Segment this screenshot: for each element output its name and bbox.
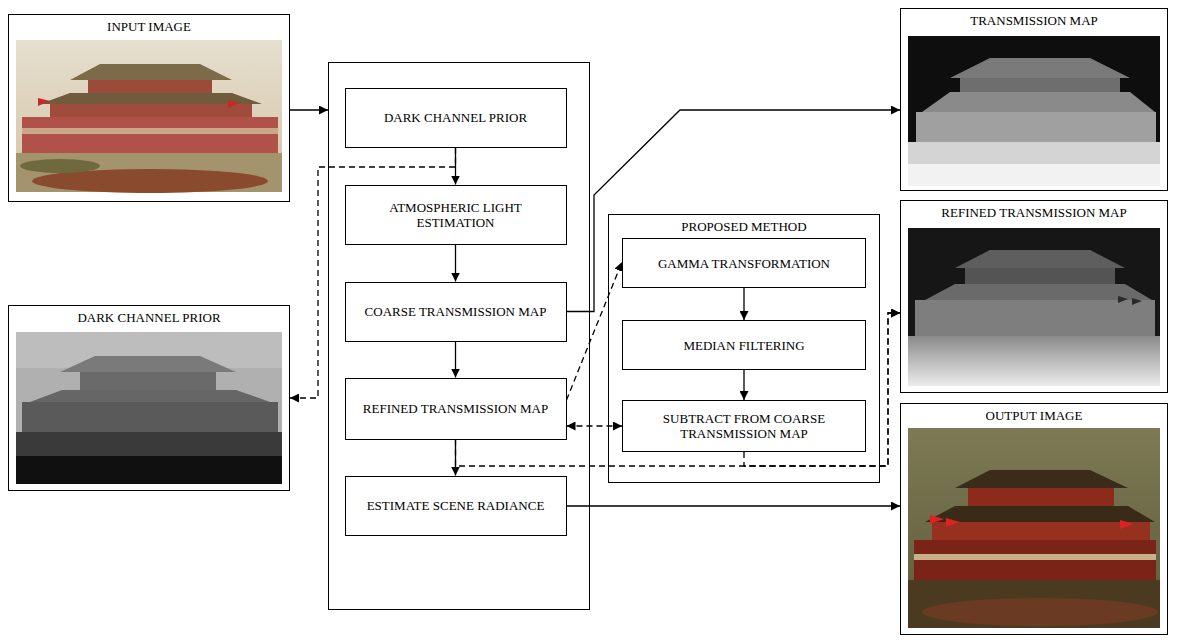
process-box: DARK CHANNEL PRIOR <box>345 88 567 148</box>
node-label: INPUT IMAGE <box>9 15 289 34</box>
node-label: REFINED TRANSMISSION MAP <box>363 401 548 416</box>
out-wall <box>914 540 1156 580</box>
dcp-roof <box>30 390 270 402</box>
platform-wall <box>22 117 278 153</box>
dcp-ground <box>16 432 282 456</box>
upper-hall <box>88 80 212 94</box>
lower-hall <box>50 104 252 117</box>
node-label: REFINED TRANSMISSION MAP <box>901 201 1167 220</box>
node-label: PROPOSED METHOD <box>609 215 879 234</box>
image-panel: OUTPUT IMAGE <box>900 403 1168 635</box>
out-flag <box>946 518 960 527</box>
rtm-wall <box>915 300 1155 336</box>
connectors <box>290 110 900 506</box>
ground <box>16 153 282 192</box>
rtm-flag <box>1132 298 1142 305</box>
out-band <box>914 554 1156 560</box>
wall-band <box>22 128 278 134</box>
process-box: MEDIAN FILTERING <box>622 320 866 370</box>
dcp-bushes <box>16 456 282 484</box>
rtm-roof <box>925 284 1152 300</box>
tm-roof <box>950 58 1130 78</box>
flag <box>38 98 50 106</box>
tm-sky <box>908 36 1160 186</box>
rtm-sky <box>908 228 1160 386</box>
image-panel: INPUT IMAGE <box>8 14 290 202</box>
input-photo <box>16 40 282 193</box>
out-flag <box>1120 520 1134 529</box>
dashed-connector <box>567 425 623 426</box>
process-box: SUBTRACT FROM COARSE TRANSMISSION MAP <box>622 400 866 452</box>
dcp-wall <box>22 402 278 432</box>
node-label: SUBTRACT FROM COARSE TRANSMISSION MAP <box>633 411 855 441</box>
dcp-hall <box>80 372 216 390</box>
node-label: COARSE TRANSMISSION MAP <box>365 304 547 319</box>
node-label: ESTIMATE SCENE RADIANCE <box>367 498 545 513</box>
out-hall <box>932 522 1150 540</box>
flow-arrow <box>290 109 328 110</box>
tm-ground <box>908 142 1160 164</box>
upper-roof <box>70 64 232 80</box>
rtm-roof <box>955 250 1125 268</box>
dcp-background <box>16 332 282 484</box>
image-panel: TRANSMISSION MAP <box>900 8 1168 191</box>
out-hall <box>968 488 1114 506</box>
tm-roof <box>922 92 1155 112</box>
flow-arrow <box>743 370 744 400</box>
out-flag <box>930 515 944 524</box>
transmission-image <box>908 36 1160 186</box>
tm-wall <box>916 112 1156 142</box>
node-label: TRANSMISSION MAP <box>901 9 1167 28</box>
method-frame: PROPOSED METHOD GAMMA TRANSFORMATION MEDIA… <box>608 214 880 483</box>
dark-channel-image <box>16 332 282 484</box>
dcp-roof <box>60 356 236 372</box>
tm-hall <box>960 78 1120 92</box>
flow-arrow <box>567 110 901 312</box>
out-bushes <box>922 598 1158 626</box>
output-photo <box>908 428 1160 628</box>
rtm-ground <box>908 336 1160 386</box>
node-label: DARK CHANNEL PRIOR <box>9 306 289 325</box>
rtm-hall <box>965 268 1115 284</box>
image-panel: DARK CHANNEL PRIOR <box>8 305 290 491</box>
node-label: ATMOSPHERIC LIGHT ESTIMATION <box>356 200 556 230</box>
bushes <box>20 159 100 173</box>
process-box: ATMOSPHERIC LIGHT ESTIMATION <box>345 185 567 245</box>
flow-arrow <box>567 505 901 506</box>
tm-foreground <box>908 164 1160 186</box>
flow-arrow <box>455 342 456 378</box>
process-box: GAMMA TRANSFORMATION <box>622 238 866 288</box>
refined-transmission-image <box>908 228 1160 386</box>
flow-arrow <box>455 245 456 282</box>
rtm-flag <box>1118 296 1128 303</box>
process-box: ESTIMATE SCENE RADIANCE <box>345 476 567 536</box>
out-sky <box>908 428 1160 628</box>
flow-arrow <box>743 288 744 320</box>
process-box: REFINED TRANSMISSION MAP <box>345 378 567 440</box>
out-ground <box>908 580 1160 628</box>
out-roof <box>925 506 1155 522</box>
pipeline-frame: DARK CHANNEL PRIOR ATMOSPHERIC LIGHT ESTI… <box>328 62 590 610</box>
node-label: MEDIAN FILTERING <box>683 338 804 353</box>
haze-sky <box>16 40 282 192</box>
image-panel: REFINED TRANSMISSION MAP <box>900 200 1168 393</box>
process-box: COARSE TRANSMISSION MAP <box>345 282 567 342</box>
dashed-connector <box>567 262 623 400</box>
node-label: DARK CHANNEL PRIOR <box>384 110 527 125</box>
flag <box>228 100 240 108</box>
out-roof <box>955 470 1128 488</box>
node-label: GAMMA TRANSFORMATION <box>658 256 830 271</box>
node-label: OUTPUT IMAGE <box>901 404 1167 423</box>
